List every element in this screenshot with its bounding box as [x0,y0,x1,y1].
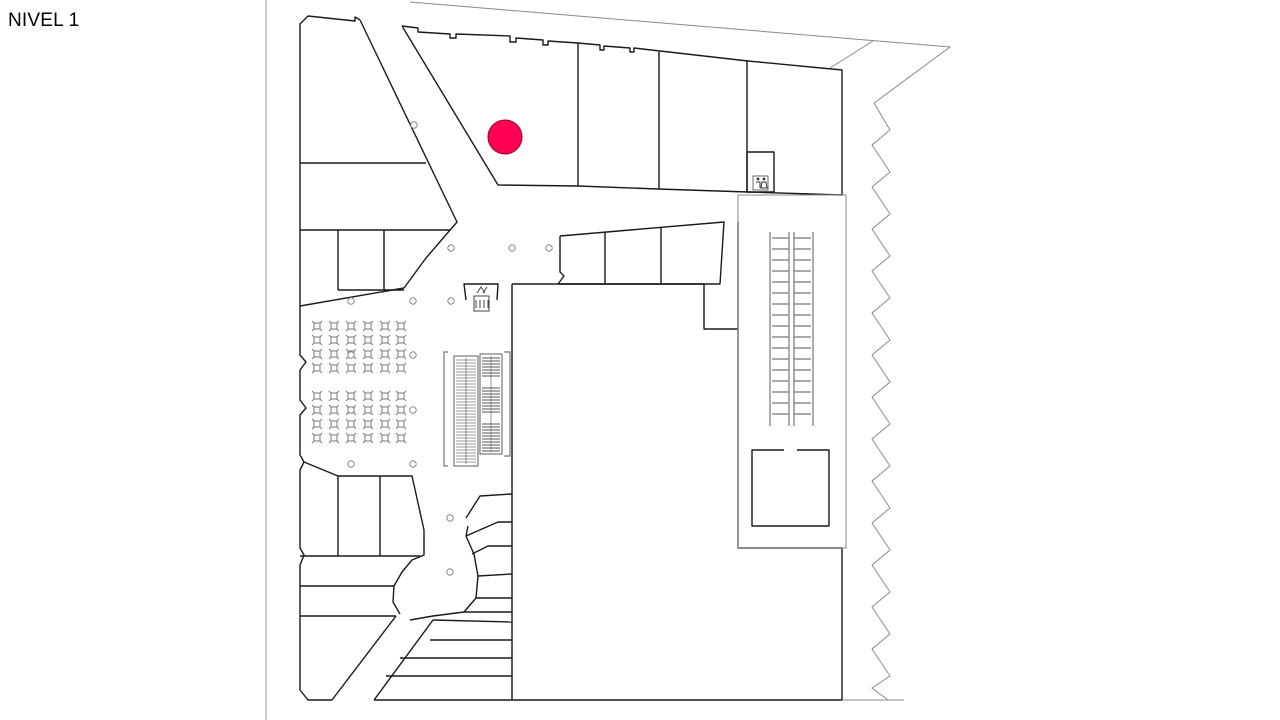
building-outline [299,15,843,701]
location-marker-icon[interactable] [487,119,523,155]
south-west-shops [300,461,513,701]
elevator-icon[interactable] [463,283,499,312]
structural-columns [347,121,553,576]
site-boundary [409,1,952,701]
central-shops [557,221,725,285]
level-title: NIVEL 1 [8,10,80,31]
escalator-icon[interactable] [443,351,511,467]
food-court-tables [311,320,407,444]
anchor-store [511,222,843,700]
parking-area [737,194,847,549]
north-shops [577,43,775,193]
west-shops [300,162,450,291]
restroom-icon[interactable] [752,175,769,191]
